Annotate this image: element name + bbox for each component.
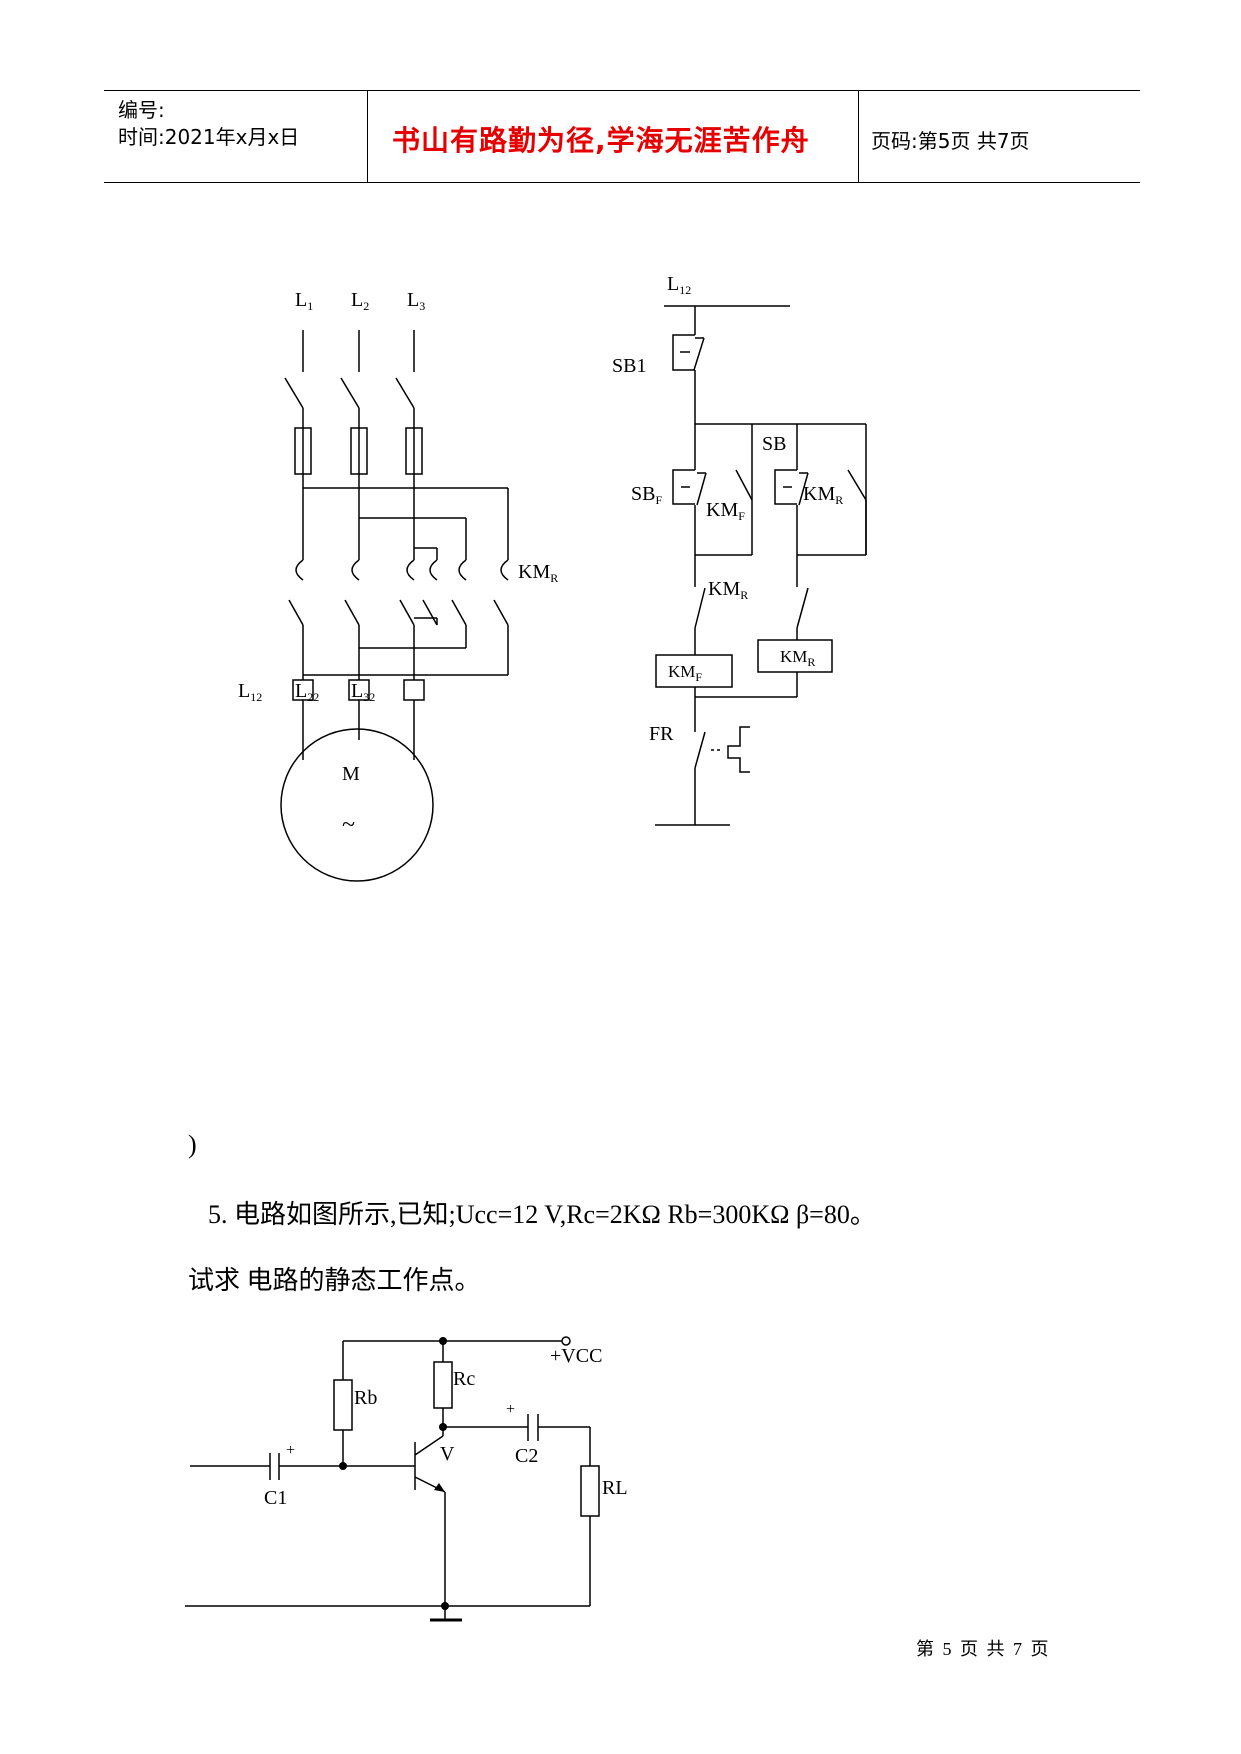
- terminal-label-2-base: L: [295, 680, 307, 702]
- svg-text:SBF: SBF: [631, 483, 662, 507]
- svg-text:L2: L2: [351, 289, 369, 313]
- svg-text:KMR: KMR: [803, 483, 843, 507]
- line-label-3-sub: 3: [419, 299, 425, 313]
- svg-text:L3: L3: [407, 289, 425, 313]
- header-page-label: 页码:第5页 共7页: [871, 129, 1030, 153]
- terminal-label-3-sub: 32: [363, 690, 375, 704]
- c1-plus-sign: +: [286, 1442, 295, 1459]
- header-time-label: 时间:2021年x月x日: [118, 125, 300, 149]
- sbf-label-sub: F: [655, 493, 662, 507]
- motor-ac-symbol: ~: [342, 812, 355, 838]
- km-r-main-base: KM: [518, 561, 550, 583]
- rb-label: Rb: [354, 1387, 377, 1409]
- rc-label: Rc: [453, 1368, 475, 1390]
- line-label-2-sub: 2: [363, 299, 369, 313]
- header-divider-right: [858, 90, 859, 182]
- kmf-contact-sub: F: [738, 509, 745, 523]
- line-label-1-sub: 1: [307, 299, 313, 313]
- svg-text:L12: L12: [238, 680, 262, 704]
- svg-text:L32: L32: [351, 680, 375, 704]
- svg-text:L22: L22: [295, 680, 319, 704]
- line-label-1-base: L: [295, 289, 307, 311]
- svg-text:L1: L1: [295, 289, 313, 313]
- c2-plus-sign: +: [506, 1401, 515, 1418]
- motor-label: M: [342, 763, 360, 785]
- terminal-label-3-base: L: [351, 680, 363, 702]
- coil-f-sub: F: [695, 670, 702, 684]
- kmr-contact-base: KM: [803, 483, 835, 505]
- sbf-label-base: SB: [631, 483, 655, 505]
- svg-text:KMR: KMR: [780, 647, 815, 669]
- svg-text:KMF: KMF: [706, 499, 745, 523]
- terminal-label-2-sub: 22: [307, 690, 319, 704]
- vcc-label: +VCC: [550, 1345, 602, 1367]
- rl-label: RL: [602, 1477, 628, 1499]
- header-divider-left: [367, 90, 368, 182]
- km-r-main-sub: R: [550, 571, 558, 585]
- svg-text:KMR: KMR: [518, 561, 558, 585]
- closing-paren: ): [188, 1130, 197, 1159]
- coil-r-sub: R: [807, 655, 815, 669]
- svg-text:KMR: KMR: [708, 578, 748, 602]
- question-line-2: 试求 电路的静态工作点。: [188, 1266, 481, 1295]
- coil-r-base: KM: [780, 647, 807, 666]
- kmr-interlock-sub: R: [740, 588, 748, 602]
- supply-label-sub: 12: [679, 283, 691, 297]
- header-motto: 书山有路勤为径,学海无涯苦作舟: [392, 124, 810, 157]
- motor-control-diagram: L1 L2 L3 KMR L12 L22 L32 M ~ L12 SB1 SB …: [238, 273, 867, 882]
- overload-label: FR: [649, 723, 674, 745]
- coil-f-base: KM: [668, 662, 695, 681]
- header-top-rule: [104, 90, 1140, 91]
- kmr-contact-sub: R: [835, 493, 843, 507]
- terminal-label-1-sub: 12: [250, 690, 262, 704]
- c1-label: C1: [264, 1487, 287, 1509]
- line-label-3-base: L: [407, 289, 419, 311]
- kmf-contact-base: KM: [706, 499, 738, 521]
- svg-text:L12: L12: [667, 273, 691, 297]
- question-line-1: 5. 电路如图所示,已知;Ucc=12 V,Rc=2KΩ Rb=300KΩ β=…: [208, 1200, 876, 1229]
- amplifier-circuit-diagram: +VCC Rb Rc V C2 C1 RL + +: [185, 1336, 628, 1622]
- kmr-interlock-base: KM: [708, 578, 740, 600]
- line-label-2-base: L: [351, 289, 363, 311]
- c2-label: C2: [515, 1445, 538, 1467]
- supply-label-base: L: [667, 273, 679, 295]
- transistor-label: V: [440, 1443, 455, 1465]
- header-bottom-rule: [104, 182, 1140, 183]
- header-number-label: 编号:: [118, 98, 165, 122]
- stop-button-label: SB1: [612, 355, 646, 377]
- footer-page-number: 第 5 页 共 7 页: [916, 1639, 1051, 1659]
- sb-label: SB: [762, 433, 786, 455]
- terminal-label-1-base: L: [238, 680, 250, 702]
- svg-text:KMF: KMF: [668, 662, 702, 684]
